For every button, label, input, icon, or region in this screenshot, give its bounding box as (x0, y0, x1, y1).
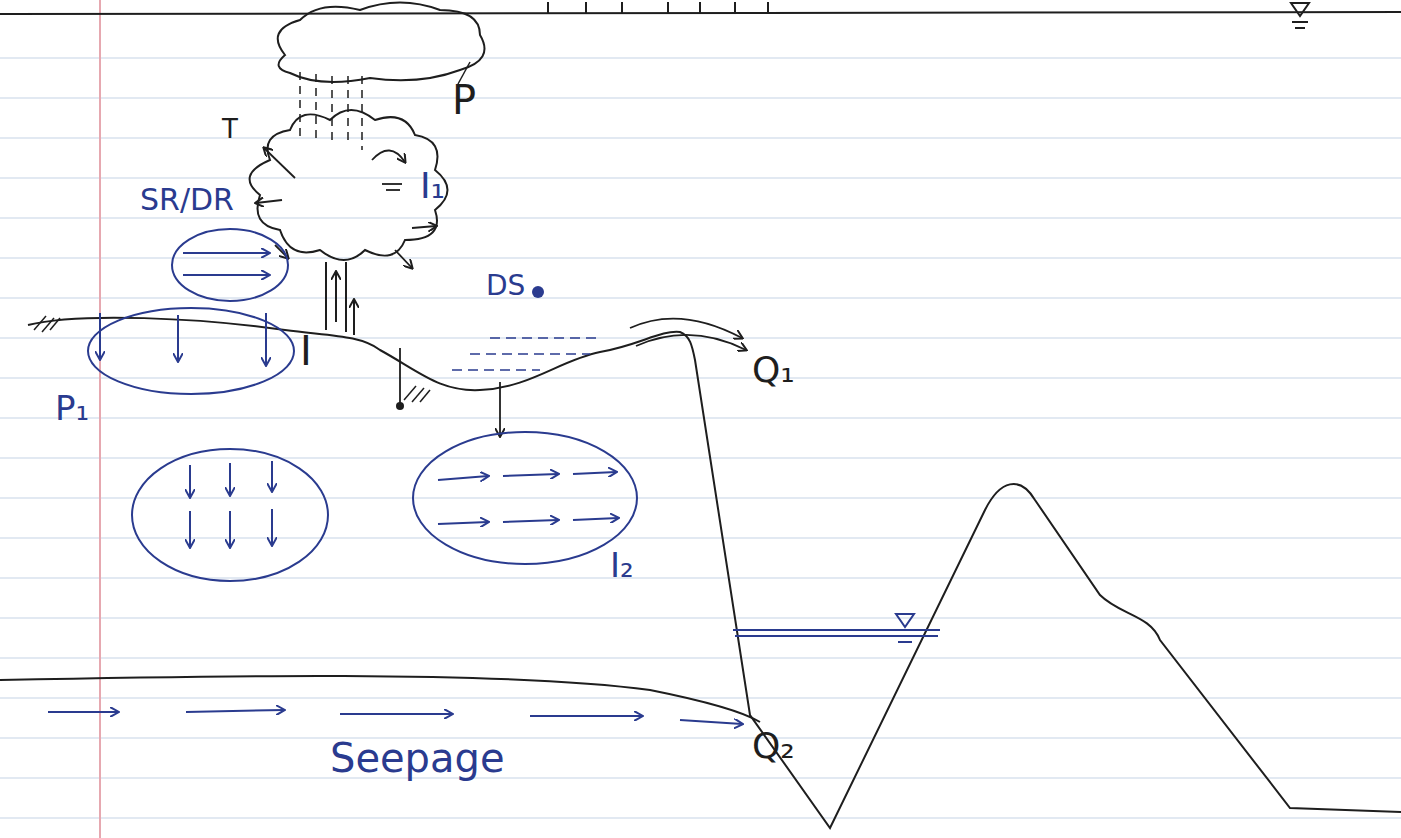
percolation-arrow (499, 382, 501, 436)
tree-trunk (326, 262, 354, 335)
tree-canopy (250, 110, 448, 260)
groundwater-table (0, 676, 760, 722)
arrow-dot (396, 402, 404, 410)
runoff-label: Q₁ (752, 352, 795, 388)
infiltration-arrow (399, 348, 401, 404)
flow-label: I (300, 331, 312, 371)
infiltration-group: I (86, 305, 341, 400)
interception-label: I₁ (420, 168, 445, 204)
flow-label: I₂ (610, 548, 634, 582)
surface-runoff-group: SR/DR (135, 185, 305, 305)
percolation-group: P₁ (50, 385, 340, 590)
seepage-label: Seepage (330, 738, 505, 778)
circled-arrows (50, 385, 340, 590)
cloud (278, 3, 485, 83)
seepage-arrows (48, 710, 742, 724)
baseflow-label: Q₂ (752, 728, 795, 764)
depression-water (452, 338, 600, 370)
hatching (34, 316, 430, 402)
flow-label: P₁ (55, 391, 89, 425)
overland-flow (630, 319, 746, 350)
ink-blot (532, 286, 544, 298)
depression-storage-label: DS (486, 272, 525, 300)
water-level (733, 614, 940, 642)
top-line (0, 2, 1401, 28)
precipitation-label: P (452, 80, 476, 120)
flow-label: SR/DR (140, 185, 234, 215)
notebook-lines (0, 58, 1401, 818)
ground-profile (28, 318, 1401, 828)
transpiration-label: T (222, 116, 238, 142)
interflow-group: I₂ (408, 428, 673, 593)
